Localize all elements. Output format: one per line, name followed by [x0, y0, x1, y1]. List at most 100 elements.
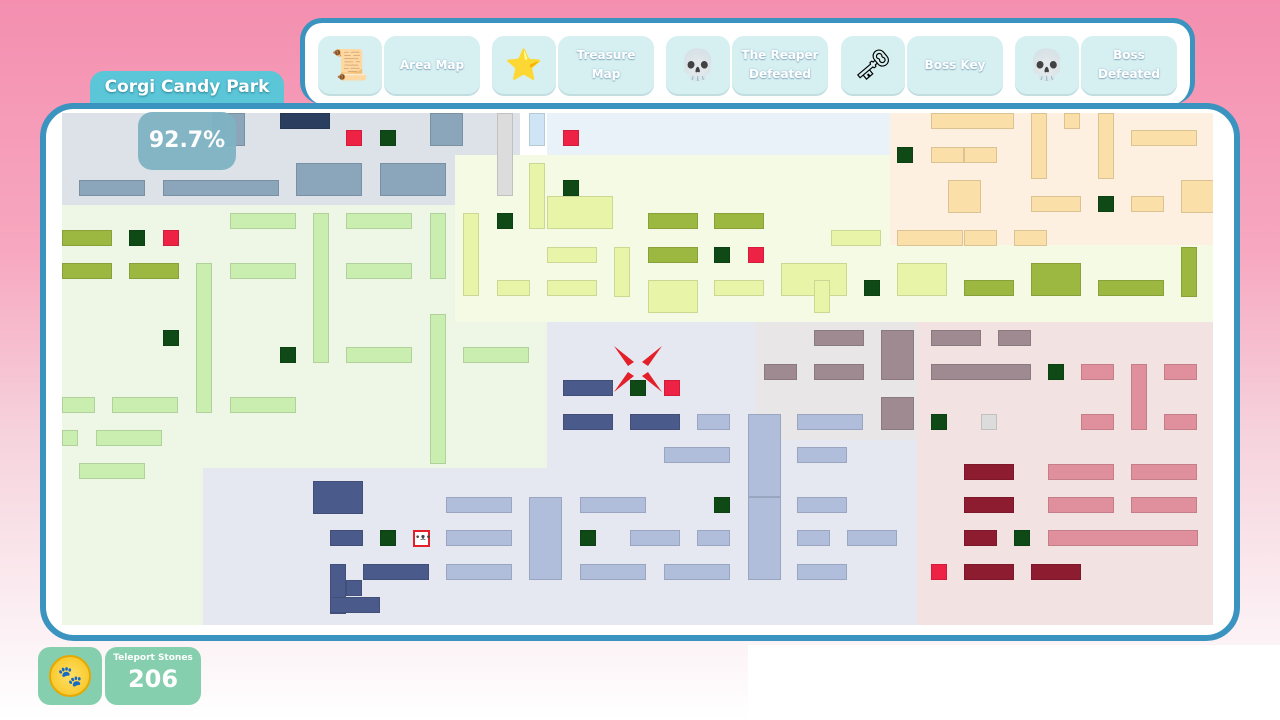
map-room: [1131, 497, 1197, 513]
map-room: [1048, 464, 1114, 480]
map-room: [1164, 414, 1197, 430]
map-room: [797, 564, 847, 580]
save-room: [1098, 196, 1114, 212]
map-room: [1031, 263, 1081, 296]
boss-room: [563, 130, 579, 146]
map-room: [79, 180, 145, 196]
map-room: [1098, 280, 1164, 296]
map-room: [346, 347, 412, 363]
map-room: [931, 364, 1031, 380]
map-room: [1064, 113, 1080, 129]
map-room: [1031, 196, 1081, 212]
map-room: [1031, 113, 1047, 179]
skull-icon: 💀: [1015, 36, 1079, 94]
scroll-icon: 📜: [318, 36, 382, 94]
save-room: [563, 180, 579, 196]
map-room: [964, 280, 1014, 296]
map-room: [547, 196, 613, 229]
map-room: [814, 330, 864, 346]
map-room: [630, 530, 680, 546]
save-room: [129, 230, 145, 246]
map-room: [931, 330, 981, 346]
save-room: [280, 347, 296, 363]
map-room: [897, 263, 947, 296]
map-room: [547, 280, 597, 296]
map-room: [1181, 247, 1197, 297]
map-room: [446, 530, 512, 546]
map-room: [814, 364, 864, 380]
status-label: Boss Key: [907, 36, 1003, 94]
map-room: [230, 213, 296, 229]
map-room: [648, 280, 698, 313]
map-room: [547, 247, 597, 263]
map-room: [580, 497, 646, 513]
map-room: [697, 530, 730, 546]
map-room: [230, 397, 296, 413]
map-room: [797, 497, 847, 513]
save-room: [897, 147, 913, 163]
boss-room: [163, 230, 179, 246]
map-room: [430, 113, 463, 146]
map-room: [1131, 130, 1197, 146]
map-room: [1014, 230, 1047, 246]
map-room: [463, 213, 479, 296]
player-position-icon: •ᴥ•: [413, 530, 431, 547]
map-room: [664, 447, 730, 463]
save-room: [497, 213, 513, 229]
map-room: [964, 564, 1014, 580]
map-room: [814, 280, 830, 313]
boss-room: [664, 380, 680, 396]
map-room: [363, 564, 429, 580]
teleport-stones-counter: Teleport Stones 206: [105, 647, 201, 705]
status-label: The Reaper Defeated: [732, 36, 828, 94]
map-room: [1081, 414, 1114, 430]
map-room: [463, 347, 529, 363]
map-room: [1048, 530, 1198, 546]
map-room: [129, 263, 179, 279]
map-room: [330, 530, 363, 546]
map-room: [964, 147, 997, 163]
map-room: [62, 263, 112, 279]
map-room: [1164, 364, 1197, 380]
status-area-map: 📜Area Map: [318, 36, 480, 94]
area-name-tab: Corgi Candy Park: [90, 71, 284, 105]
map-room: [62, 397, 95, 413]
map-room: [1031, 564, 1081, 580]
map-room: [614, 247, 630, 297]
map-room: [948, 180, 981, 213]
map-room: [563, 380, 613, 396]
map-room: [1181, 180, 1213, 213]
status-boss-key: 🗝Boss Key: [841, 36, 1003, 94]
map-room: [664, 564, 730, 580]
status-reaper-defeated: 💀The Reaper Defeated: [666, 36, 828, 94]
save-room: [714, 497, 730, 513]
map-room: [580, 564, 646, 580]
map-room: [797, 414, 863, 430]
teleport-stone-icon: 🐾: [38, 647, 102, 705]
map-room: [346, 263, 412, 279]
status-label: Treasure Map: [558, 36, 654, 94]
map-room: [1098, 113, 1114, 179]
boss-room: [748, 247, 764, 263]
map-room: [1131, 464, 1197, 480]
map-room: [196, 263, 212, 413]
star-gift-icon: ⭐: [492, 36, 556, 94]
map-room: [446, 497, 512, 513]
area-map[interactable]: [62, 113, 1213, 625]
map-room: [380, 163, 446, 196]
status-boss-defeated: 💀Boss Defeated: [1015, 36, 1177, 94]
map-room: [931, 147, 964, 163]
map-room: [847, 530, 897, 546]
map-room: [1081, 364, 1114, 380]
map-room: [313, 213, 329, 363]
save-room: [380, 530, 396, 546]
map-room: [1131, 364, 1147, 430]
map-room: [1048, 497, 1114, 513]
save-room: [630, 380, 646, 396]
save-room: [1048, 364, 1064, 380]
save-room: [714, 247, 730, 263]
skull-icon: 💀: [666, 36, 730, 94]
map-room: [96, 430, 162, 446]
key-icon: 🗝: [841, 36, 905, 94]
map-room: [881, 330, 914, 380]
